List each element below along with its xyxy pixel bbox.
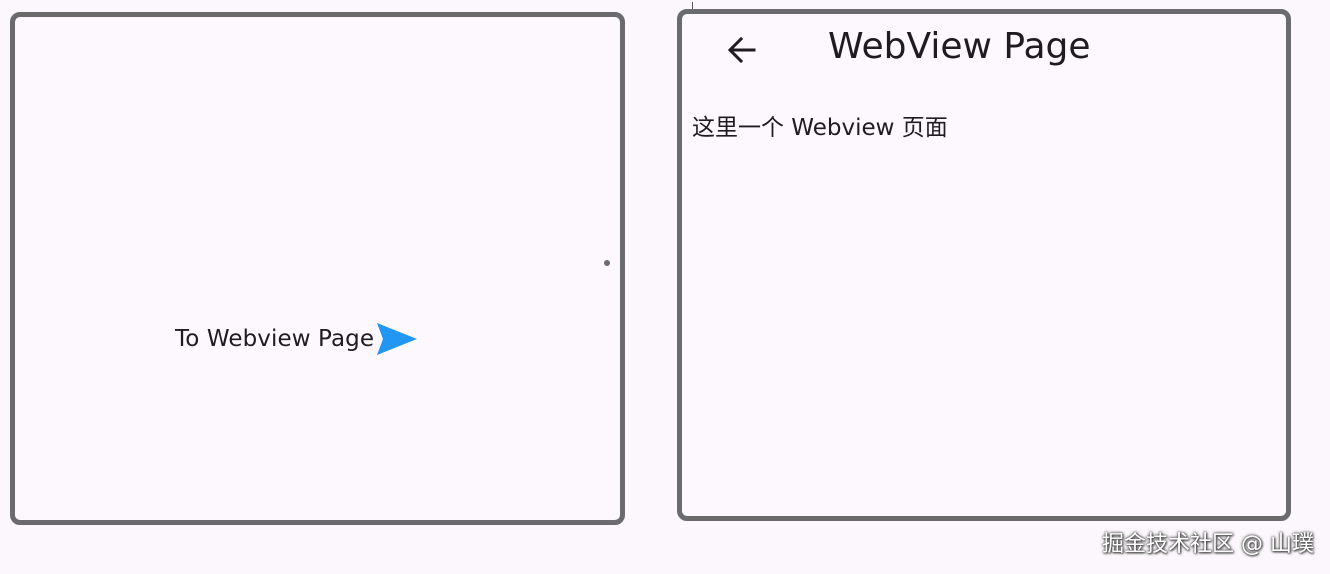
home-screen-frame: To Webview Page bbox=[10, 12, 625, 525]
watermark: 掘金技术社区 @ 山璞 bbox=[1102, 532, 1314, 557]
to-webview-page-button[interactable]: To Webview Page bbox=[175, 319, 418, 359]
back-button[interactable] bbox=[722, 30, 762, 70]
send-icon bbox=[377, 323, 418, 355]
frame-divider-dot bbox=[604, 260, 610, 266]
webview-body-text: 这里一个 Webview 页面 bbox=[692, 115, 948, 141]
arrow-back-icon bbox=[727, 36, 756, 64]
app-bar: WebView Page bbox=[682, 14, 1286, 86]
webview-screen-frame: WebView Page 这里一个 Webview 页面 bbox=[677, 9, 1291, 521]
to-webview-page-label: To Webview Page bbox=[175, 326, 375, 352]
top-ruler bbox=[692, 0, 1292, 6]
page-title: WebView Page bbox=[828, 26, 1091, 67]
